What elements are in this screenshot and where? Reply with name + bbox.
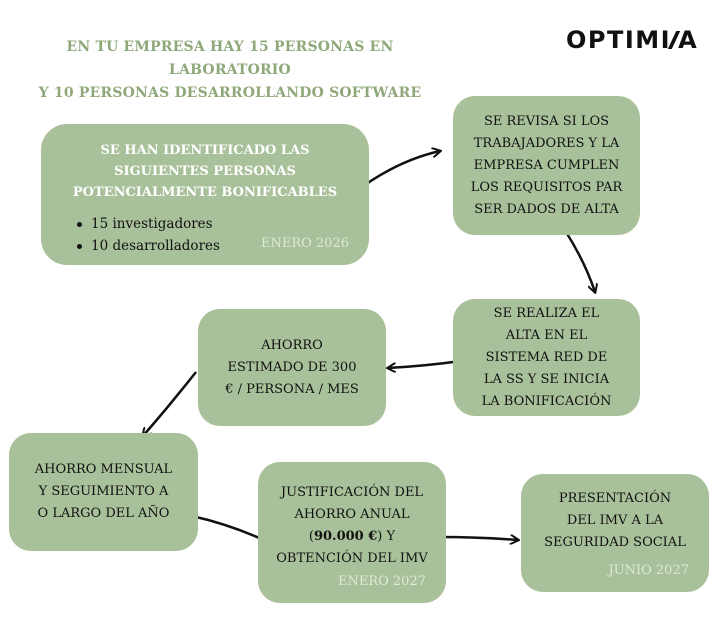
title-line-2: Y 10 PERSONAS DESARROLLANDO SOFTWARE [38, 85, 422, 101]
step-review-box: SE REVISA SI LOS TRABAJADORES Y LA EMPRE… [453, 96, 640, 235]
step-identified-date: ENERO 2026 [260, 236, 349, 251]
step-registration-box: SE REALIZA EL ALTA EN EL SISTEMA RED DE … [453, 299, 640, 416]
identified-list: 15 investigadores 10 desarrolladores [77, 213, 220, 257]
arrow-savings-to-monitoring [143, 371, 197, 436]
identified-item-developers: 10 desarrolladores [77, 235, 220, 257]
step-justification-box: JUSTIFICACIÓN DEL AHORRO ANUAL (90.000 €… [258, 462, 446, 603]
identified-item-researchers: 15 investigadores [77, 213, 220, 235]
step-identified-heading: SE HAN IDENTIFICADO LAS SIGUIENTES PERSO… [72, 143, 338, 200]
step-justification-text: JUSTIFICACIÓN DEL AHORRO ANUAL (90.000 €… [276, 482, 428, 570]
justification-text-after: ) Y OBTENCIÓN DEL IMV [276, 529, 428, 566]
justification-text-before: JUSTIFICACIÓN DEL AHORRO ANUAL ( [280, 485, 424, 544]
title-line-1: EN TU EMPRESA HAY 15 PERSONAS EN LABORAT… [66, 39, 394, 78]
step-monitoring-text: AHORRO MENSUAL Y SEGUIMIENTO A O LARGO D… [34, 462, 173, 521]
step-identified-box: SE HAN IDENTIFICADO LAS SIGUIENTES PERSO… [41, 124, 369, 265]
step-presentation-date: JUNIO 2027 [608, 563, 689, 578]
step-monitoring-box: AHORRO MENSUAL Y SEGUIMIENTO A O LARGO D… [9, 433, 198, 551]
step-review-text: SE REVISA SI LOS TRABAJADORES Y LA EMPRE… [470, 113, 623, 217]
step-presentation-text: PRESENTACIÓN DEL IMV A LA SEGURIDAD SOCI… [544, 491, 686, 550]
logo-text-right: A [678, 26, 699, 54]
justification-amount: 90.000 € [313, 529, 378, 544]
logo-text-left: OPTIMI [566, 26, 672, 54]
arrow-identified-to-review [361, 151, 440, 189]
step-justification-date: ENERO 2027 [337, 574, 426, 589]
diagram-title: EN TU EMPRESA HAY 15 PERSONAS EN LABORAT… [10, 36, 450, 105]
arrow-justification-to-presentation [439, 537, 518, 540]
step-savings-text: AHORRO ESTIMADO DE 300 € / PERSONA / MES [225, 337, 359, 397]
step-presentation-box: PRESENTACIÓN DEL IMV A LA SEGURIDAD SOCI… [521, 474, 709, 592]
arrow-registration-to-savings [388, 359, 462, 368]
arrow-monitoring-to-justification [191, 514, 268, 542]
arrow-review-to-registration [564, 231, 595, 292]
step-savings-box: AHORRO ESTIMADO DE 300 € / PERSONA / MES [198, 309, 386, 426]
step-registration-text: SE REALIZA EL ALTA EN EL SISTEMA RED DE … [481, 305, 612, 409]
